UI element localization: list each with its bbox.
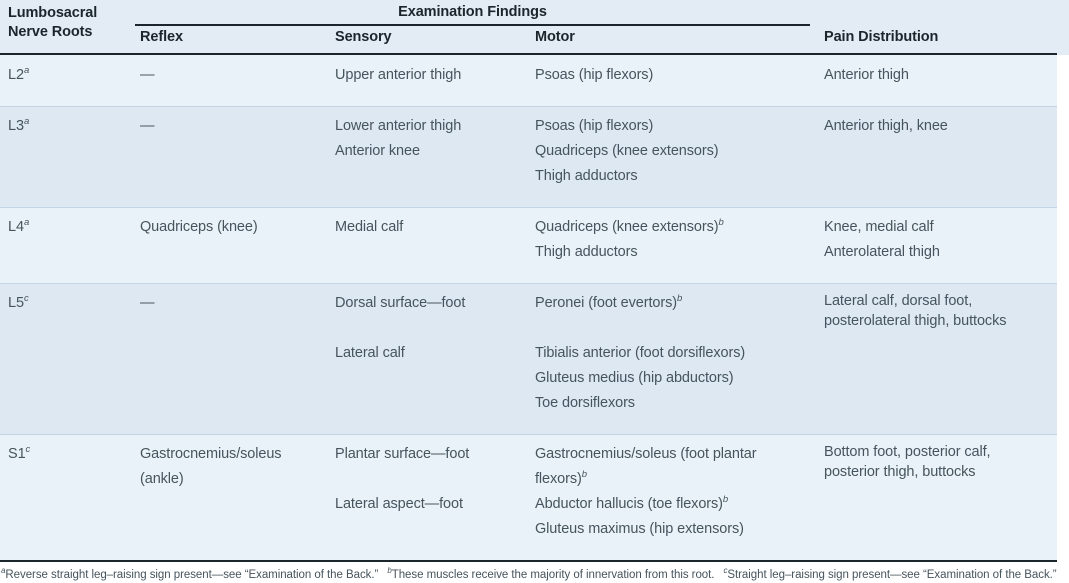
cell-line: Lateral calf	[335, 341, 465, 366]
cell-nerve-root: L3a	[8, 114, 29, 139]
column-header-nerve-roots: Lumbosacral Nerve Roots	[8, 4, 97, 42]
column-header-pain-distribution: Pain Distribution	[824, 29, 938, 45]
row-separator	[0, 434, 1057, 435]
cell-nerve-root: L4a	[8, 215, 29, 240]
cell-line: Upper anterior thigh	[335, 63, 461, 88]
table-row: L5c — Dorsal surface—foot Lateral calf Pero…	[0, 283, 1057, 434]
table-row: S1c Gastrocnemius/soleus(ankle) Plantar su…	[0, 434, 1057, 560]
cell-line: Thigh adductors	[535, 164, 718, 189]
cell-line: (ankle)	[140, 467, 281, 492]
cell-line: Thigh adductors	[535, 240, 724, 265]
cell-motor: Psoas (hip flexors)Quadriceps (knee exte…	[535, 114, 718, 189]
footnote-marker: b	[582, 469, 587, 480]
cell-line: Medial calf	[335, 215, 403, 240]
cell-line: Gastrocnemius/soleus (foot plantar	[535, 442, 756, 467]
cell-line: L2a	[8, 63, 29, 88]
cell-line: —	[140, 63, 154, 88]
cell-motor: Peronei (foot evertors)b Tibialis anteri…	[535, 291, 745, 416]
footnote-marker: a	[24, 217, 29, 228]
cell-line: S1c	[8, 442, 30, 467]
cell-pain-distribution: Bottom foot, posterior calf, posterior t…	[824, 442, 1049, 482]
cell-reflex: Quadriceps (knee)	[140, 215, 258, 240]
cell-line: Gluteus maximus (hip extensors)	[535, 517, 756, 542]
column-group-rule	[135, 24, 810, 26]
cell-motor: Psoas (hip flexors)	[535, 63, 653, 88]
footnote-text: These muscles receive the majority of in…	[392, 569, 715, 581]
cell-sensory: Plantar surface—foot Lateral aspect—foot	[335, 442, 469, 517]
row-separator	[0, 106, 1057, 107]
cell-line: Plantar surface—foot	[335, 442, 469, 467]
cell-reflex: —	[140, 63, 154, 88]
cell-line: Quadriceps (knee extensors)	[535, 139, 718, 164]
column-header-sensory: Sensory	[335, 29, 392, 45]
cell-line: flexors)b	[535, 467, 756, 492]
footnote-marker: a	[24, 65, 29, 76]
cell-line: Peronei (foot evertors)b	[535, 291, 745, 316]
cell-line: Anterior thigh	[824, 63, 1049, 88]
cell-reflex: Gastrocnemius/soleus(ankle)	[140, 442, 281, 492]
cell-line: —	[140, 114, 154, 139]
table-row: L2a — Upper anterior thigh Psoas (hip flexo…	[0, 55, 1057, 106]
footnote-marker: b	[677, 293, 682, 304]
cell-sensory: Medial calf	[335, 215, 403, 240]
cell-nerve-root: L5c	[8, 291, 29, 316]
cell-line: L3a	[8, 114, 29, 139]
cell-line: Quadriceps (knee)	[140, 215, 258, 240]
cell-line: Lower anterior thigh	[335, 114, 461, 139]
table-footnotes: aReverse straight leg–raising sign prese…	[0, 562, 1062, 583]
column-group-header-examination-findings: Examination Findings	[135, 4, 810, 20]
row-separator	[0, 207, 1057, 208]
footnote-marker: a	[24, 116, 29, 127]
cell-pain-distribution: Anterior thigh	[824, 63, 1049, 88]
cell-reflex: —	[140, 114, 154, 139]
footnote-marker: b	[718, 217, 723, 228]
cell-line: Anterior thigh, knee	[824, 114, 1049, 139]
cell-line	[535, 316, 745, 341]
cell-line: Abductor hallucis (toe flexors)b	[535, 492, 756, 517]
cell-line: L4a	[8, 215, 29, 240]
footnote-text: Straight leg–raising sign present—see “E…	[727, 569, 1056, 581]
cell-line: Anterolateral thigh	[824, 240, 1049, 265]
table-header: Examination Findings Lumbosacral Nerve R…	[0, 0, 1069, 55]
column-header-motor: Motor	[535, 29, 575, 45]
cell-line: Lateral calf, dorsal foot, posterolatera…	[824, 291, 1049, 331]
cell-reflex: —	[140, 291, 154, 316]
cell-line: Gastrocnemius/soleus	[140, 442, 281, 467]
cell-line: Gluteus medius (hip abductors)	[535, 366, 745, 391]
cell-nerve-root: L2a	[8, 63, 29, 88]
cell-sensory: Upper anterior thigh	[335, 63, 461, 88]
cell-line	[335, 467, 469, 492]
column-header-reflex: Reflex	[140, 29, 183, 45]
cell-line: Dorsal surface—foot	[335, 291, 465, 316]
cell-line	[335, 316, 465, 341]
footnote-text: Reverse straight leg–raising sign presen…	[5, 569, 378, 581]
cell-line: Anterior knee	[335, 139, 461, 164]
cell-nerve-root: S1c	[8, 442, 30, 467]
cell-line: L5c	[8, 291, 29, 316]
cell-line: Bottom foot, posterior calf, posterior t…	[824, 442, 1049, 482]
cell-line: Psoas (hip flexors)	[535, 63, 653, 88]
cell-line: —	[140, 291, 154, 316]
cell-line: Tibialis anterior (foot dorsiflexors)	[535, 341, 745, 366]
cell-line: Quadriceps (knee extensors)b	[535, 215, 724, 240]
cell-line: Psoas (hip flexors)	[535, 114, 718, 139]
cell-line: Toe dorsiflexors	[535, 391, 745, 416]
footnote-marker: b	[723, 494, 728, 505]
cell-line: Knee, medial calf	[824, 215, 1049, 240]
cell-line: Lateral aspect—foot	[335, 492, 469, 517]
table-row: L4a Quadriceps (knee) Medial calf Quadricep…	[0, 207, 1057, 283]
row-separator	[0, 283, 1057, 284]
cell-pain-distribution: Lateral calf, dorsal foot, posterolatera…	[824, 291, 1049, 331]
cell-pain-distribution: Anterior thigh, knee	[824, 114, 1049, 139]
footnote-marker: c	[26, 444, 31, 455]
footnote-marker: c	[24, 293, 29, 304]
cell-sensory: Dorsal surface—foot Lateral calf	[335, 291, 465, 366]
